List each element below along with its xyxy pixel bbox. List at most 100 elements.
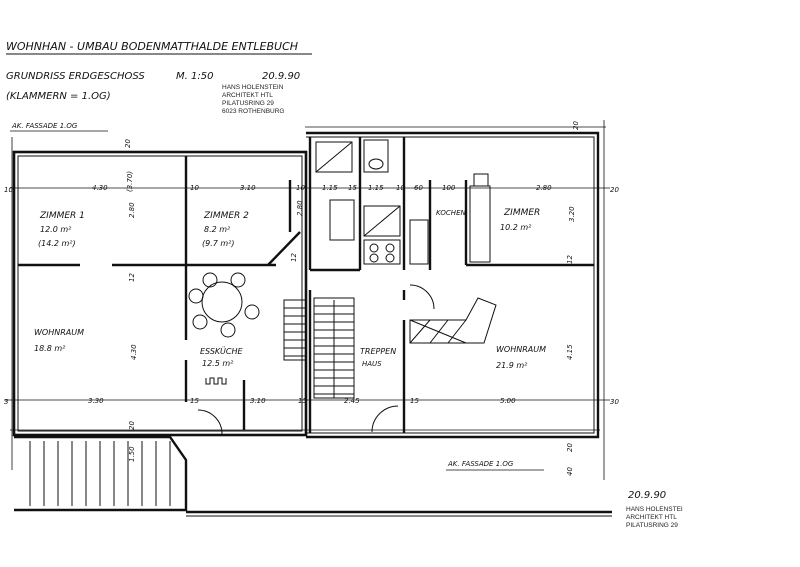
chair-3 [244,304,260,320]
wc-bowl [368,158,384,170]
kitchen-counter [409,219,429,265]
dim-bottom-20b: 20 [566,443,574,452]
stove-burner-3 [369,253,379,263]
dim-bottom-20a: 20 [128,421,136,430]
dim-10a: 10 [190,184,199,192]
room-treppenhaus-name: TREPPEN [360,347,396,356]
entrance-stair-treads [29,441,171,506]
wall-corridor-diagonal [267,231,301,266]
chair-5 [192,314,208,330]
room-zimmer1-name: ZIMMER 1 [39,211,85,221]
chair-4 [220,322,236,338]
dim-415: 4.15 [566,344,574,360]
stove-burner-4 [385,253,395,263]
bathtub-fixture [329,199,355,241]
dim-left-10: 10 [4,186,13,194]
chair-6 [188,288,204,304]
dim-430: 4.30 [92,184,108,192]
dim-12b: 12 [290,253,298,262]
room-zimmer-right-name: ZIMMER [503,208,540,218]
stamp-top-line2: ARCHITEKT HTL [222,92,273,99]
kitchen-unit-x2 [409,319,431,344]
dim-370: (3.70) [126,171,134,192]
door-swing-wohnraum [409,284,435,310]
kitchen-unit-x4 [447,319,467,344]
room-zimmer2-area: 8.2 m² [204,225,231,234]
facade-label-bottom: AK. FASSADE 1.OG [447,460,514,468]
dim-right-30: 30 [610,398,619,406]
dining-table [201,281,243,323]
side-stair-treads [284,307,306,357]
stamp-top-line1: HANS HOLENSTEIN [222,84,284,91]
room-esskueche-area: 12.5 m² [202,359,234,368]
wall-outer-left-block [12,150,308,437]
side-stair [283,299,307,361]
room-zimmer2-name: ZIMMER 2 [203,211,249,221]
room-wohnraum-right-name: WOHNRAUM [496,345,546,354]
room-zimmer1-area: 12.0 m² [40,225,72,234]
dim-15a: 15 [348,184,357,192]
dim-330: 3.30 [88,397,104,405]
dim-15c: 15 [298,397,307,405]
chair-2 [230,272,246,288]
facade-label-top: AK. FASSADE 1.OG [11,122,78,130]
dim-12a: 12 [128,273,136,282]
dim-430b: 4.30 [130,344,138,360]
room-kochen-name: KOCHEN [436,209,466,217]
dim-280c: 2.80 [296,200,304,216]
dim-310b: 3.10 [250,397,266,405]
dim-10c: 10 [396,184,405,192]
stair-treads [314,305,354,395]
dim-115a: 1.15 [322,184,338,192]
plan-name: GRUNDRISS ERDGESCHOSS [6,71,145,82]
dim-100: 100 [442,184,456,192]
stamp-top-line3: PILATUSRING 29 [222,100,274,107]
stamp-top-line4: 6023 ROTHENBURG [222,108,285,115]
door-swing-esskueche [197,409,223,435]
room-zimmer1-area-og: (14.2 m²) [38,239,76,248]
dim-15b: 15 [190,397,199,405]
plan-date: 20.9.90 [262,71,300,82]
plan-scale: M. 1:50 [176,71,213,82]
washbasin-diagonal [363,205,401,237]
dim-15d: 15 [410,397,419,405]
stamp-bottom-date: 20.9.90 [628,490,666,501]
dim-60: 60 [414,184,423,192]
room-treppenhaus-name2: HAUS [362,360,382,368]
stove-fixture [363,239,401,265]
wall-outer-left-inner [17,155,303,432]
room-zimmer2-area-og: (9.7 m²) [202,239,235,248]
dim-280a: 2.80 [536,184,552,192]
shower-diagonal [315,141,353,173]
dim-310a: 3.10 [240,184,256,192]
dim-right-20a: 20 [610,186,619,194]
dim-280b: 2.80 [128,202,136,218]
room-wohnraum-left-area: 18.8 m² [34,344,66,353]
radiator [205,377,227,385]
room-wohnraum-left-name: WOHNRAUM [34,328,84,337]
wall-outer-right-block [306,131,600,439]
entrance-stair-outline [14,435,188,512]
stamp-bottom-line1: HANS HOLENSTEI [626,506,683,513]
dim-115b: 1.15 [368,184,384,192]
room-zimmer-right-area: 10.2 m² [500,223,532,232]
wc-fixture [363,139,389,173]
door-swing-entrance [371,405,399,433]
room-esskueche-name: ESSKÜCHE [200,346,243,356]
dim-12c: 12 [566,255,574,264]
stove-burner-2 [385,243,395,253]
stove-burner-1 [369,243,379,253]
dim-320: 3.20 [568,206,576,222]
dim-top-20b: 20 [572,121,580,130]
room-wohnraum-right-area: 21.9 m² [496,361,528,370]
dim-left-3: 3 [4,398,8,406]
kitchen-unit-x3 [429,319,449,344]
dim-500: 5.00 [500,397,516,405]
chimney [473,173,489,187]
washbasin-fixture [363,205,401,237]
dim-245: 2.45 [344,397,360,405]
dim-10b: 10 [296,184,305,192]
zimmer-cabinet [469,185,491,263]
